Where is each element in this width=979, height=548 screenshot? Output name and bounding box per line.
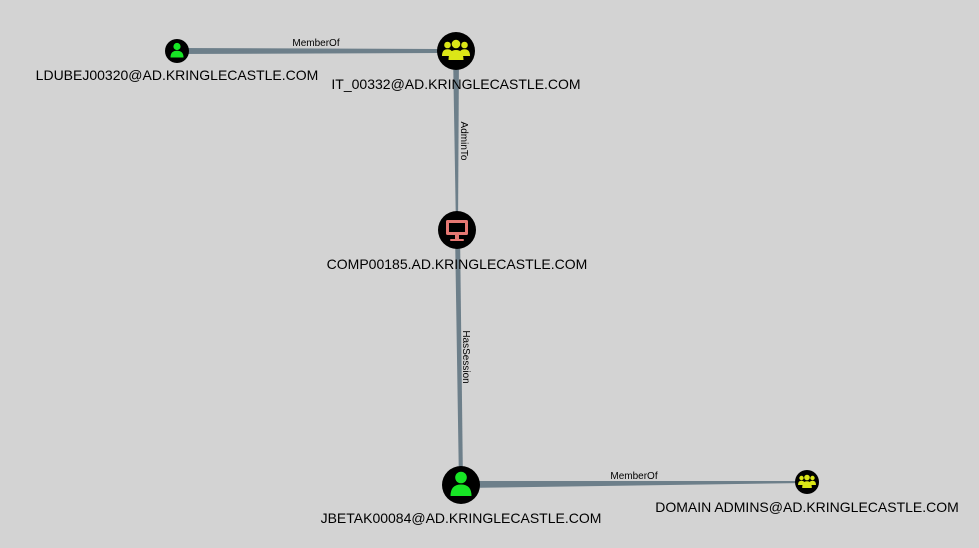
edge-shape[interactable]: [177, 48, 439, 54]
edge-label-adminto: AdminTo: [458, 122, 469, 161]
edge-shape[interactable]: [453, 52, 459, 230]
edge-shape[interactable]: [455, 231, 463, 485]
edge-label-hassession: HasSession: [460, 330, 471, 383]
edge-ldubej-memberof-it[interactable]: MemberOf: [177, 38, 439, 54]
edge-label-memberof: MemberOf: [292, 38, 339, 49]
node-label: DOMAIN ADMINS@AD.KRINGLECASTLE.COM: [655, 499, 959, 515]
user-icon: [170, 42, 184, 58]
node-ldubej[interactable]: LDUBEJ00320@AD.KRINGLECASTLE.COM: [36, 39, 319, 83]
node-label: JBETAK00084@AD.KRINGLECASTLE.COM: [321, 510, 602, 526]
node-comp00185[interactable]: COMP00185.AD.KRINGLECASTLE.COM: [327, 211, 588, 272]
edge-shape[interactable]: [462, 481, 806, 488]
node-it-00332[interactable]: IT_00332@AD.KRINGLECASTLE.COM: [331, 32, 581, 92]
node-label: IT_00332@AD.KRINGLECASTLE.COM: [331, 76, 580, 92]
node-jbetak[interactable]: JBETAK00084@AD.KRINGLECASTLE.COM: [321, 466, 602, 526]
node-domain-admins[interactable]: DOMAIN ADMINS@AD.KRINGLECASTLE.COM: [655, 470, 959, 515]
edge-jbetak-memberof-domain[interactable]: MemberOf: [462, 471, 806, 488]
node-label: LDUBEJ00320@AD.KRINGLECASTLE.COM: [36, 67, 319, 83]
edge-it-adminto-comp[interactable]: AdminTo: [453, 52, 469, 230]
computer-icon: [446, 220, 468, 241]
user-icon: [450, 471, 472, 496]
node-label: COMP00185.AD.KRINGLECASTLE.COM: [327, 256, 588, 272]
edge-label-memberof: MemberOf: [610, 471, 657, 482]
edge-jbetak-hassession-comp[interactable]: HasSession: [455, 231, 471, 485]
group-icon: [798, 474, 816, 488]
group-icon: [442, 39, 470, 60]
